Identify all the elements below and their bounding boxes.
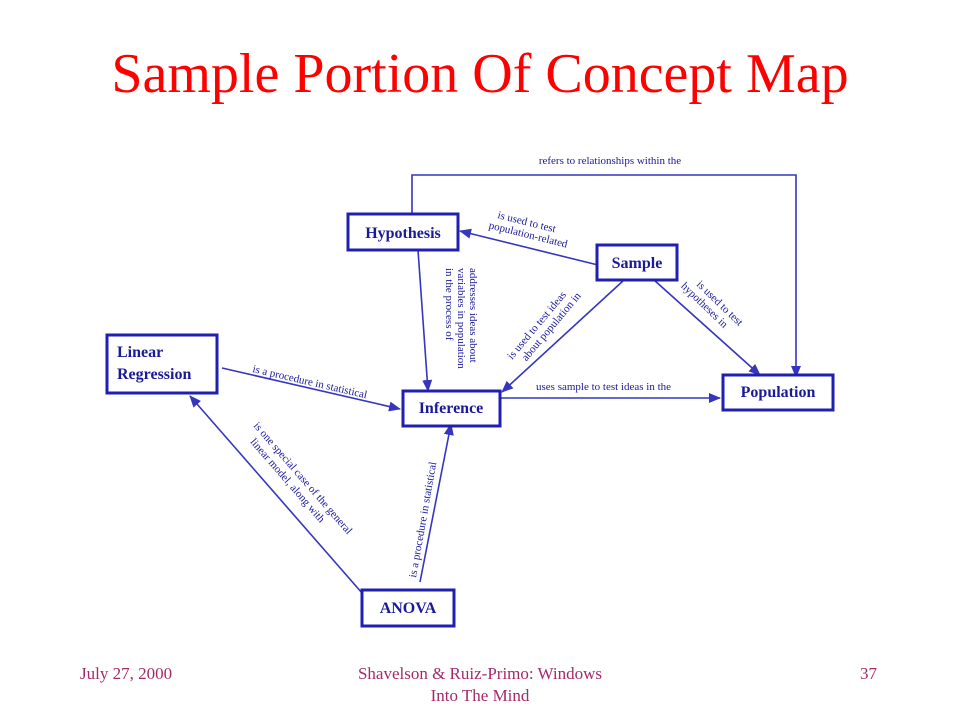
edge-sample-hypothesis xyxy=(459,228,599,266)
node-anova: ANOVA xyxy=(360,588,456,628)
footer-source-line2: Into The Mind xyxy=(430,686,530,705)
label-linreg-inference: is a procedure in statistical xyxy=(251,363,368,401)
footer-source-line1: Shavelson & Ruiz-Primo: Windows xyxy=(357,664,603,683)
node-hypothesis: Hypothesis xyxy=(346,212,460,252)
node-anova-label: ANOVA xyxy=(380,600,437,617)
label-sample-inference: is used to test ideas about population i… xyxy=(505,289,584,363)
label-hypothesis-population: refers to relationships within the xyxy=(539,155,681,167)
node-sample-label: Sample xyxy=(612,255,663,272)
label-sample-population: is used to test hypotheses in xyxy=(678,279,745,331)
label-hypothesis-inference-line1: addresses ideas about xyxy=(467,268,479,363)
edge-linreg-inference xyxy=(221,367,401,412)
footer-source: Shavelson & Ruiz-Primo: Windows Into The… xyxy=(330,663,630,707)
label-anova-linreg-line1: is one special case of the general xyxy=(251,420,355,537)
edge-hypothesis-inference xyxy=(417,249,433,392)
node-linear-regression: Linear Regression xyxy=(105,333,219,395)
slide-title: Sample Portion Of Concept Map xyxy=(111,43,849,105)
node-population-label: Population xyxy=(741,384,816,401)
footer-date: July 27, 2000 xyxy=(80,664,173,683)
footer-page-number: 37 xyxy=(860,664,877,683)
node-hypothesis-label: Hypothesis xyxy=(365,225,441,242)
edge-sample-population xyxy=(653,279,761,376)
node-sample: Sample xyxy=(595,243,679,282)
label-inference-population: uses sample to test ideas in the xyxy=(536,381,671,393)
label-hypothesis-inference-line2: variables in population xyxy=(455,268,467,369)
edge-anova-inference xyxy=(419,423,454,583)
label-sample-hypothesis: is used to test population-related xyxy=(488,209,570,250)
label-hypothesis-inference-line3: in the process of xyxy=(443,268,455,341)
label-anova-linreg-line2: linear model, along with xyxy=(247,436,327,525)
edge-hypothesis-population xyxy=(411,174,801,378)
edge-sample-inference xyxy=(501,279,625,393)
node-inference-label: Inference xyxy=(419,400,484,417)
label-hypothesis-inference: addresses ideas about variables in popul… xyxy=(443,268,479,369)
node-linear-regression-label-line2: Regression xyxy=(117,366,191,383)
label-anova-linreg: is one special case of the general linea… xyxy=(247,420,355,537)
node-inference: Inference xyxy=(401,389,502,428)
label-anova-inference: is a procedure in statistical xyxy=(407,461,439,579)
edge-anova-linreg xyxy=(189,395,363,594)
node-linear-regression-label-line1: Linear xyxy=(117,344,163,361)
node-population: Population xyxy=(721,373,835,412)
